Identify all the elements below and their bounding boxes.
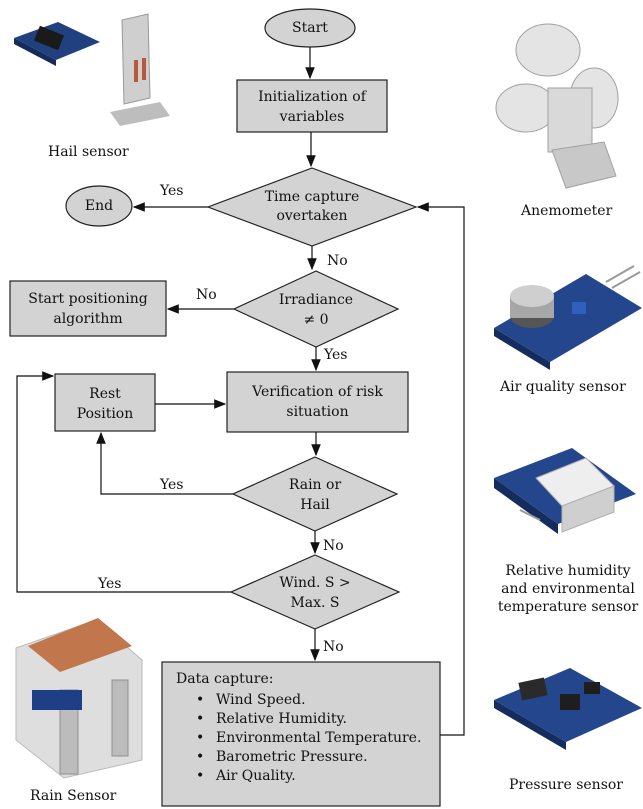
- verification-node: [226, 371, 409, 433]
- anemometer-image: [495, 23, 619, 189]
- wind-node: [229, 554, 401, 630]
- edge-label-wind-yes: Yes: [98, 576, 122, 592]
- edge-wind-rest: [16, 371, 231, 593]
- time-capture-text-line2: overtaken: [276, 208, 348, 224]
- init-text-line1: Initialization of: [258, 89, 366, 105]
- irradiance-text-line2: ≠ 0: [303, 312, 329, 328]
- rest-position-text-line2: Position: [76, 406, 134, 422]
- data-capture-item: Environmental Temperature.: [196, 729, 440, 748]
- data-capture-item: Relative Humidity.: [196, 710, 440, 729]
- pressure-sensor-image: [494, 668, 642, 750]
- start-positioning-text-line2: algorithm: [53, 311, 123, 327]
- init-text-line2: variables: [279, 109, 345, 125]
- air-quality-sensor-image: [494, 265, 642, 370]
- rain-hail-text-line2: Hail: [300, 497, 330, 513]
- rain-hail-text-line1: Rain or: [288, 477, 342, 493]
- edge-label-time-no: No: [327, 253, 348, 269]
- pressure-caption: Pressure sensor: [509, 777, 624, 793]
- verification-text-line1: Verification of risk: [252, 384, 383, 400]
- edge-label-time-yes: Yes: [160, 183, 184, 199]
- end-text: End: [84, 198, 114, 214]
- anemometer-caption: Anemometer: [521, 203, 613, 219]
- rest-position-text-line1: Rest: [89, 386, 121, 402]
- rain-hail-node: [231, 456, 399, 532]
- edge-label-wind-no: No: [323, 639, 344, 655]
- wind-text-line2: Max. S: [290, 595, 340, 611]
- start-text: Start: [292, 20, 328, 36]
- init-node: [236, 79, 388, 133]
- irradiance-node: [232, 270, 400, 348]
- wind-text-line1: Wind. S >: [279, 575, 351, 591]
- edge-label-rain-yes: Yes: [160, 477, 184, 493]
- edge-data-loop: [416, 202, 465, 736]
- edge-label-irr-yes: Yes: [324, 347, 348, 363]
- humidity-sensor-image: [494, 448, 636, 534]
- data-capture-item: Barometric Pressure.: [196, 748, 440, 767]
- start-positioning-node: [9, 280, 167, 337]
- edge-label-rain-no: No: [323, 538, 344, 554]
- end-node: [65, 185, 133, 227]
- edge-rain-rest: [96, 431, 233, 495]
- data-capture-item: Air Quality.: [196, 767, 440, 786]
- edge-label-irr-no: No: [196, 287, 217, 303]
- irradiance-text-line1: Irradiance: [278, 292, 354, 308]
- start-positioning-text-line1: Start positioning: [28, 291, 148, 307]
- data-capture-text: Data capture: Wind Speed. Relative Humid…: [162, 662, 440, 806]
- rest-position-node: [54, 373, 156, 432]
- data-capture-item: Wind Speed.: [196, 691, 440, 710]
- time-capture-text-line1: Time capture: [264, 189, 360, 205]
- hail-sensor-caption: Hail sensor: [48, 144, 129, 160]
- air-quality-caption: Air quality sensor: [500, 379, 626, 395]
- data-capture-title: Data capture:: [176, 671, 274, 687]
- humidity-caption: Relative humidity and environmental temp…: [497, 563, 639, 615]
- hail-sensor-image: [14, 13, 170, 126]
- rain-sensor-image: [15, 618, 143, 779]
- verification-text-line2: situation: [286, 404, 349, 420]
- rain-sensor-caption: Rain Sensor: [30, 788, 117, 804]
- data-capture-list: Wind Speed. Relative Humidity. Environme…: [176, 691, 440, 786]
